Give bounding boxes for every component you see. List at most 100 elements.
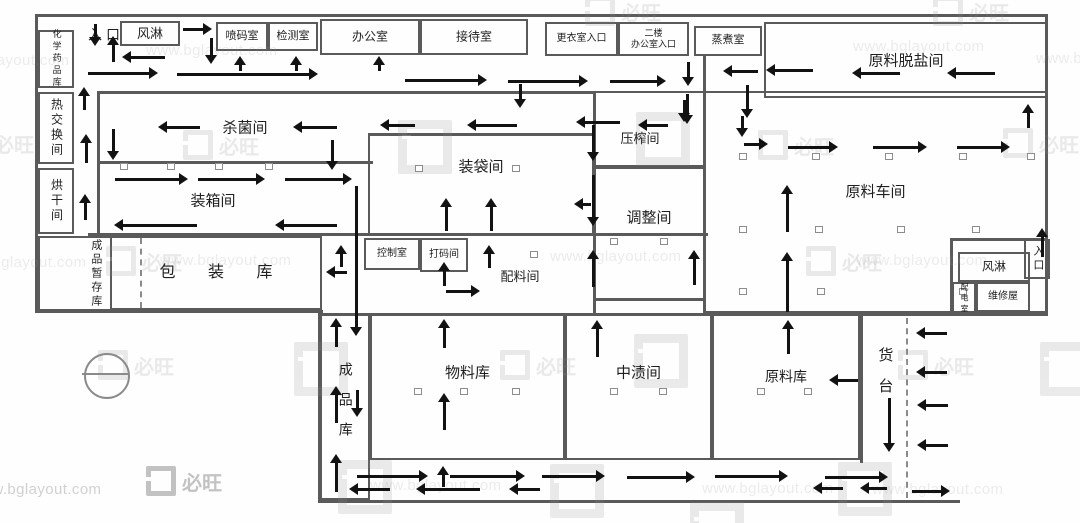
- room-material-storage-label: 物料库: [444, 364, 491, 382]
- room-finished-storage: [320, 313, 370, 500]
- wall-segment: [97, 161, 373, 164]
- watermark-url-text: www.bglayout.com: [0, 254, 87, 271]
- room-mid-pickling-label: 中渍间: [615, 364, 662, 382]
- room-cooking-label: 蒸煮室: [711, 34, 745, 47]
- watermark-url: www.bglayout.com: [0, 481, 101, 498]
- watermark-url: www.bglayout.com: [160, 252, 291, 269]
- column-mark: [1027, 153, 1035, 160]
- wall-segment: [318, 500, 960, 503]
- brand-logo-icon: [183, 130, 213, 160]
- room-raw-storage: [712, 313, 860, 460]
- watermark-brand-text: 必旺: [219, 136, 259, 159]
- column-mark: [512, 165, 520, 172]
- watermark-logo-icon: 必旺: [1003, 128, 1079, 158]
- watermark-url: www.bglayout.com: [702, 480, 833, 497]
- watermark-logo-icon: [690, 502, 744, 523]
- watermark-url-text: www.bglayout.com: [702, 480, 834, 497]
- brand-logo-icon: [1040, 342, 1080, 396]
- room-raw-workshop-label: 原料车间: [845, 183, 906, 201]
- wall-segment: [950, 238, 1048, 241]
- room-changing-entrance: [545, 22, 618, 56]
- zone-loading-dock-label: 货台: [876, 347, 894, 409]
- watermark-logo-icon: 必旺: [106, 246, 182, 276]
- watermark-url: www.bglayout.com: [550, 248, 681, 265]
- room-reception-label: 接待室: [455, 29, 493, 44]
- column-mark: [265, 163, 273, 170]
- column-mark: [167, 163, 175, 170]
- column-mark: [812, 153, 820, 160]
- column-mark: [659, 388, 667, 395]
- room-boxing-label: 装箱间: [190, 192, 236, 210]
- room-air-shower-left: [120, 21, 180, 46]
- room-air-shower-right: [958, 252, 1030, 282]
- watermark-url-text: www.bglayout.com: [550, 248, 682, 265]
- watermark-url-text: www.bglayout.com: [0, 481, 102, 498]
- brand-logo-icon: [106, 246, 136, 276]
- column-mark: [739, 226, 747, 233]
- brand-logo-icon: [933, 0, 963, 26]
- watermark-logo-icon: 必旺: [146, 466, 222, 496]
- column-mark: [885, 153, 893, 160]
- brand-logo-icon: [338, 460, 392, 514]
- watermark-brand-text: 必旺: [969, 2, 1009, 25]
- room-bagging-label: 装袋间: [458, 158, 504, 176]
- room-testing-label: 检测室: [276, 29, 310, 42]
- watermark-url: www.bglayout.com: [856, 252, 987, 269]
- column-mark: [804, 388, 812, 395]
- room-sterilization-label: 杀菌间: [222, 119, 268, 137]
- column-mark: [215, 163, 223, 170]
- room-2f-office-entrance: [618, 22, 689, 56]
- room-desalination: [764, 22, 1048, 98]
- column-mark: [897, 226, 905, 233]
- brand-logo-icon: [398, 120, 452, 174]
- watermark-url-text: www.bglayout.com: [0, 52, 70, 69]
- watermark-logo-icon: [550, 464, 604, 518]
- room-drying-label: 烘干间: [49, 178, 64, 224]
- brand-logo-icon: [146, 466, 176, 496]
- watermark-url: www.bglayout.com: [370, 477, 501, 494]
- column-mark: [757, 388, 765, 395]
- room-maintenance-label: 维修屋: [988, 290, 1018, 302]
- brand-logo-icon: [634, 334, 688, 388]
- room-raw-workshop: [703, 91, 1048, 313]
- watermark-logo-icon: [1040, 342, 1080, 396]
- watermark-logo-icon: 必旺: [806, 246, 882, 276]
- room-power-distribution-label: 配电室: [960, 282, 969, 316]
- wall-segment: [35, 14, 38, 313]
- column-mark: [414, 388, 422, 395]
- room-chemical-storage-label: 化学药品库: [51, 29, 62, 89]
- room-air-shower-right-label: 风淋: [981, 259, 1007, 274]
- column-mark: [120, 163, 128, 170]
- watermark-brand-text: 必旺: [182, 472, 222, 495]
- room-power-distribution: [952, 282, 976, 316]
- column-mark: [415, 165, 423, 172]
- column-mark: [610, 388, 618, 395]
- watermark-logo-icon: 必旺: [0, 128, 34, 158]
- room-changing-entrance-label: 更衣室入口: [556, 32, 607, 44]
- watermark-brand-text: 必旺: [1039, 134, 1079, 157]
- watermark-url: www.bglayout.com: [853, 38, 984, 55]
- room-entrance-right: [1024, 239, 1050, 279]
- room-air-shower-left-label: 风淋: [136, 25, 164, 41]
- column-mark: [739, 288, 747, 295]
- room-adjustment: [593, 167, 705, 300]
- column-mark: [512, 388, 520, 395]
- column-mark: [610, 238, 618, 245]
- room-heat-exchange: [38, 92, 74, 164]
- column-mark: [660, 238, 668, 245]
- room-desalination-label: 原料脱盐间: [868, 52, 944, 70]
- wall-segment: [35, 310, 323, 313]
- watermark-logo-icon: [634, 334, 688, 388]
- brand-logo-icon: [500, 350, 530, 380]
- wall-segment: [906, 318, 908, 498]
- watermark-logo-icon: 必旺: [183, 130, 259, 160]
- watermark-logo-icon: 必旺: [898, 350, 974, 380]
- watermark-brand-text: 必旺: [842, 252, 882, 275]
- wall-segment: [860, 313, 863, 463]
- brand-logo-icon: [690, 502, 744, 523]
- room-spray-code-label: 喷码室: [225, 29, 259, 42]
- watermark-url-text: www.bglayout.com: [1036, 50, 1080, 67]
- column-mark: [972, 226, 980, 233]
- room-control: [364, 238, 420, 270]
